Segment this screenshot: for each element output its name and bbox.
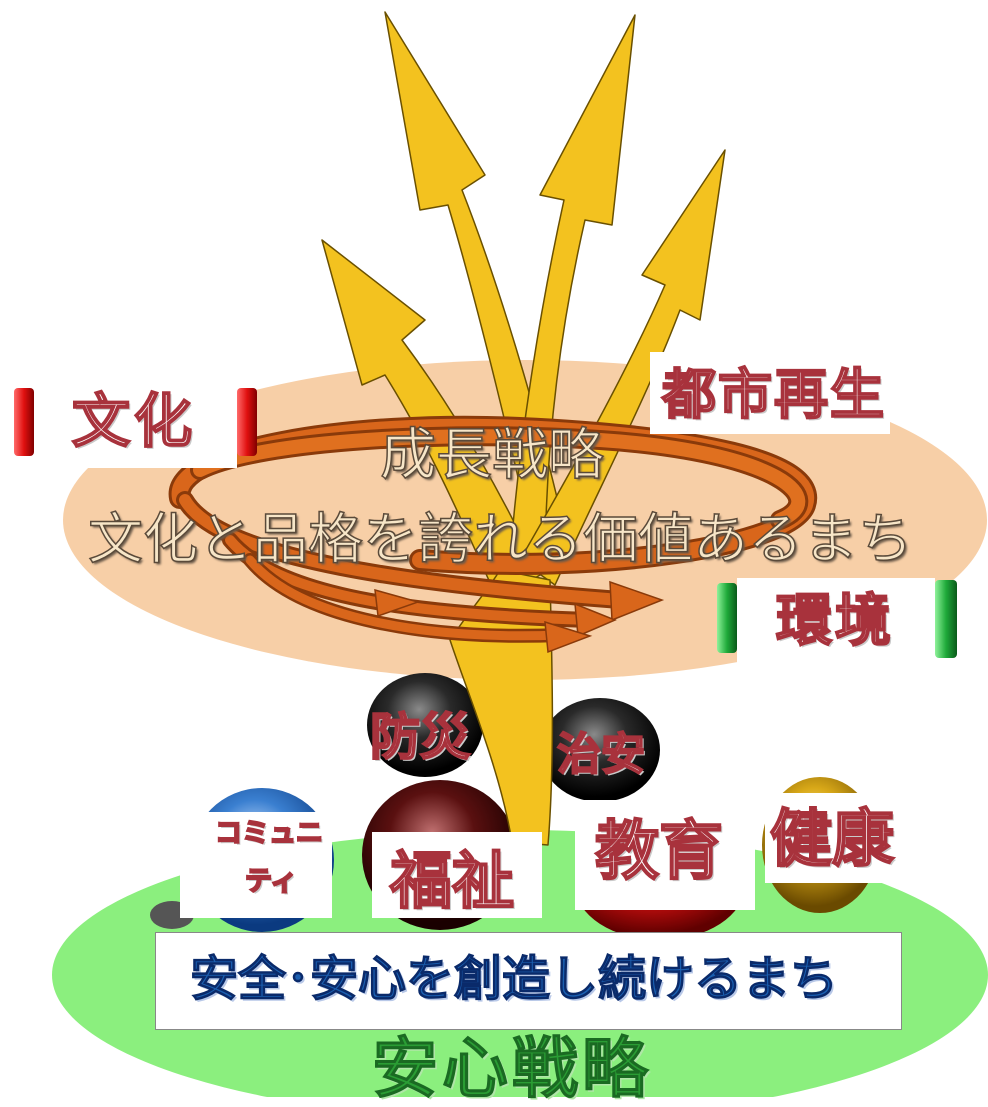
community-box <box>180 812 332 918</box>
arrowhead-3 <box>544 620 593 654</box>
swirl-tail-1-inner <box>179 494 626 606</box>
safety-subtitle-box <box>155 932 902 1030</box>
safety-title: 安心戦略 <box>372 1030 652 1107</box>
growth-title: 成長戦略 <box>379 423 605 488</box>
environment-box <box>737 578 935 664</box>
urban-renewal-label: 都市再生 <box>661 363 886 426</box>
swirl-tail-3-inner <box>245 555 565 641</box>
arrowhead-2 <box>574 602 617 638</box>
arrow-right <box>519 149 726 586</box>
arrowhead-1 <box>609 580 665 622</box>
swirl-arrowheads <box>374 580 665 654</box>
welfare-label: 福祉 <box>389 844 515 917</box>
community-label-line2: ティ <box>244 866 298 897</box>
disaster-prevention-label: 防災 <box>369 708 471 766</box>
welfare-box <box>372 832 542 918</box>
environment-label: 環境 <box>775 589 894 654</box>
swirl-arrows <box>168 415 818 643</box>
orb-safety <box>540 698 660 802</box>
education-label: 教育 <box>594 815 724 889</box>
environment-bar-left <box>717 583 737 653</box>
swirl-ring-2-inner <box>193 429 806 527</box>
health-box <box>765 793 920 883</box>
community-label-line1: コミュニ <box>214 818 324 849</box>
culture-label: 文化 <box>71 387 197 455</box>
culture-bar-left <box>14 388 34 456</box>
health-label: 健康 <box>769 802 895 875</box>
arrowhead-4 <box>374 588 421 618</box>
urban-renewal-box <box>650 352 890 434</box>
public-safety-label: 治安 <box>556 729 646 780</box>
culture-box <box>34 380 237 468</box>
growth-subtitle: 文化と品格を誇れる価値あるまち <box>87 507 914 571</box>
environment-bar-right <box>935 580 957 658</box>
culture-bar-right <box>237 388 257 456</box>
orb-disaster <box>367 673 483 777</box>
safety-subtitle: 安全･安心を創造し続けるまち <box>189 951 839 1007</box>
education-box <box>575 800 755 910</box>
